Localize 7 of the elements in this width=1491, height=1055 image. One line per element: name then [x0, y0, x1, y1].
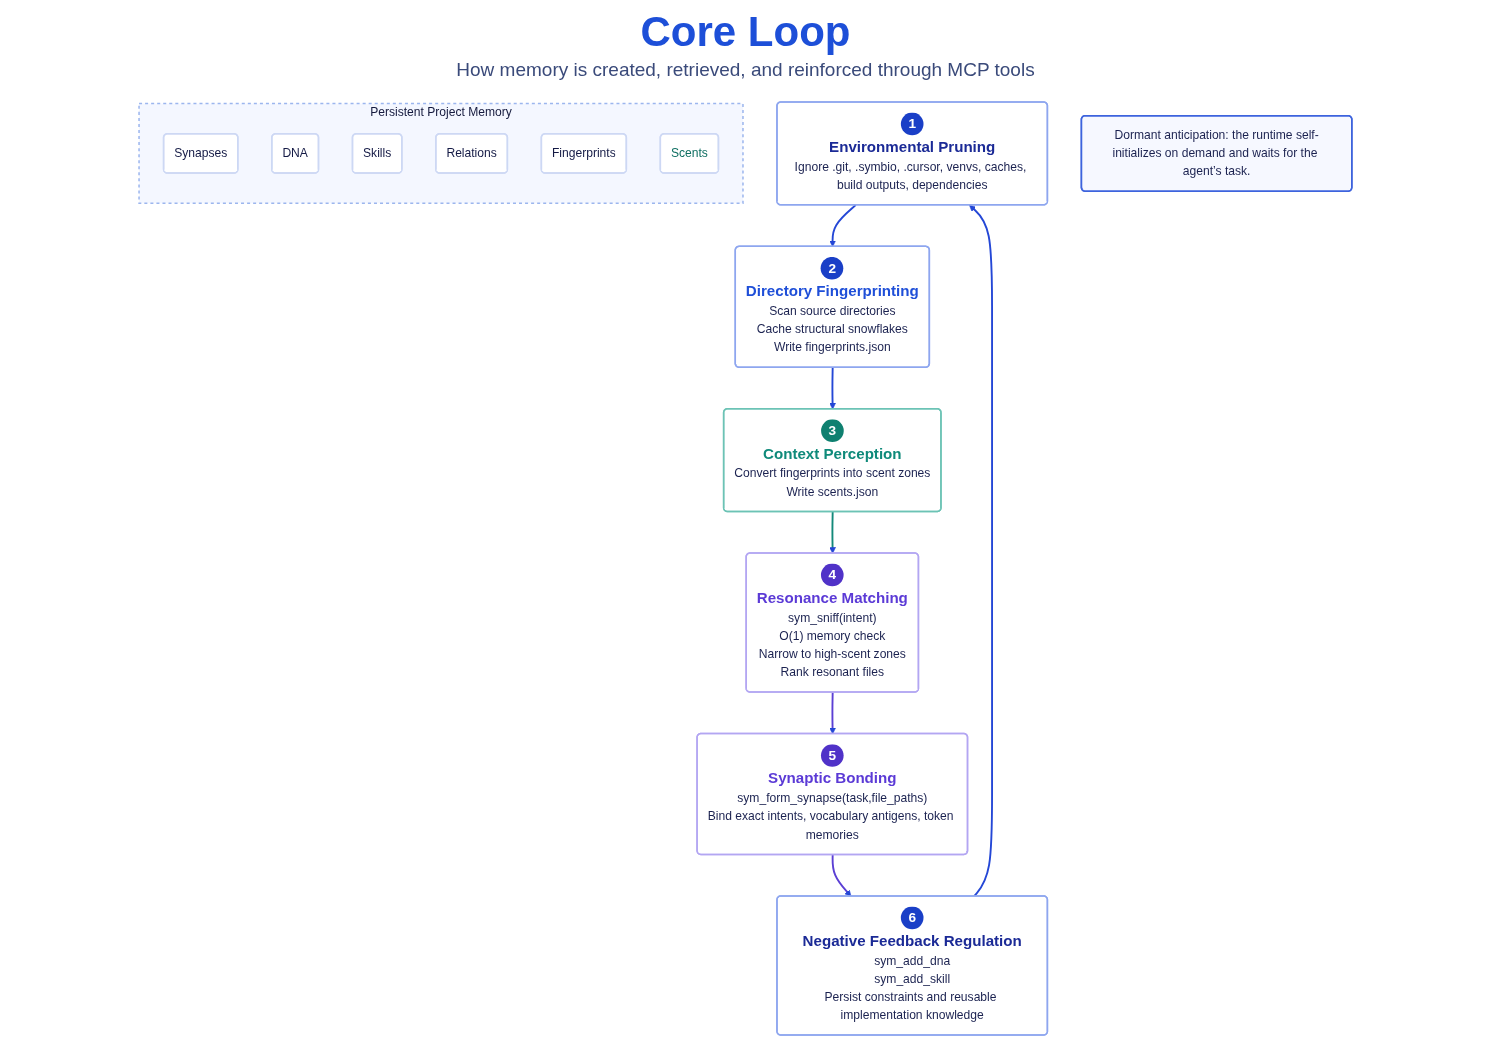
- arrow: [829, 366, 836, 410]
- diagram-title: Core Loop: [640, 8, 851, 56]
- arrow: [829, 510, 836, 554]
- arrow: [829, 204, 857, 247]
- subtitle: How memory is created, retrieved, and reinforced through MCP tools: [456, 58, 1035, 82]
- arrow: [831, 853, 852, 897]
- arrow: [829, 691, 836, 735]
